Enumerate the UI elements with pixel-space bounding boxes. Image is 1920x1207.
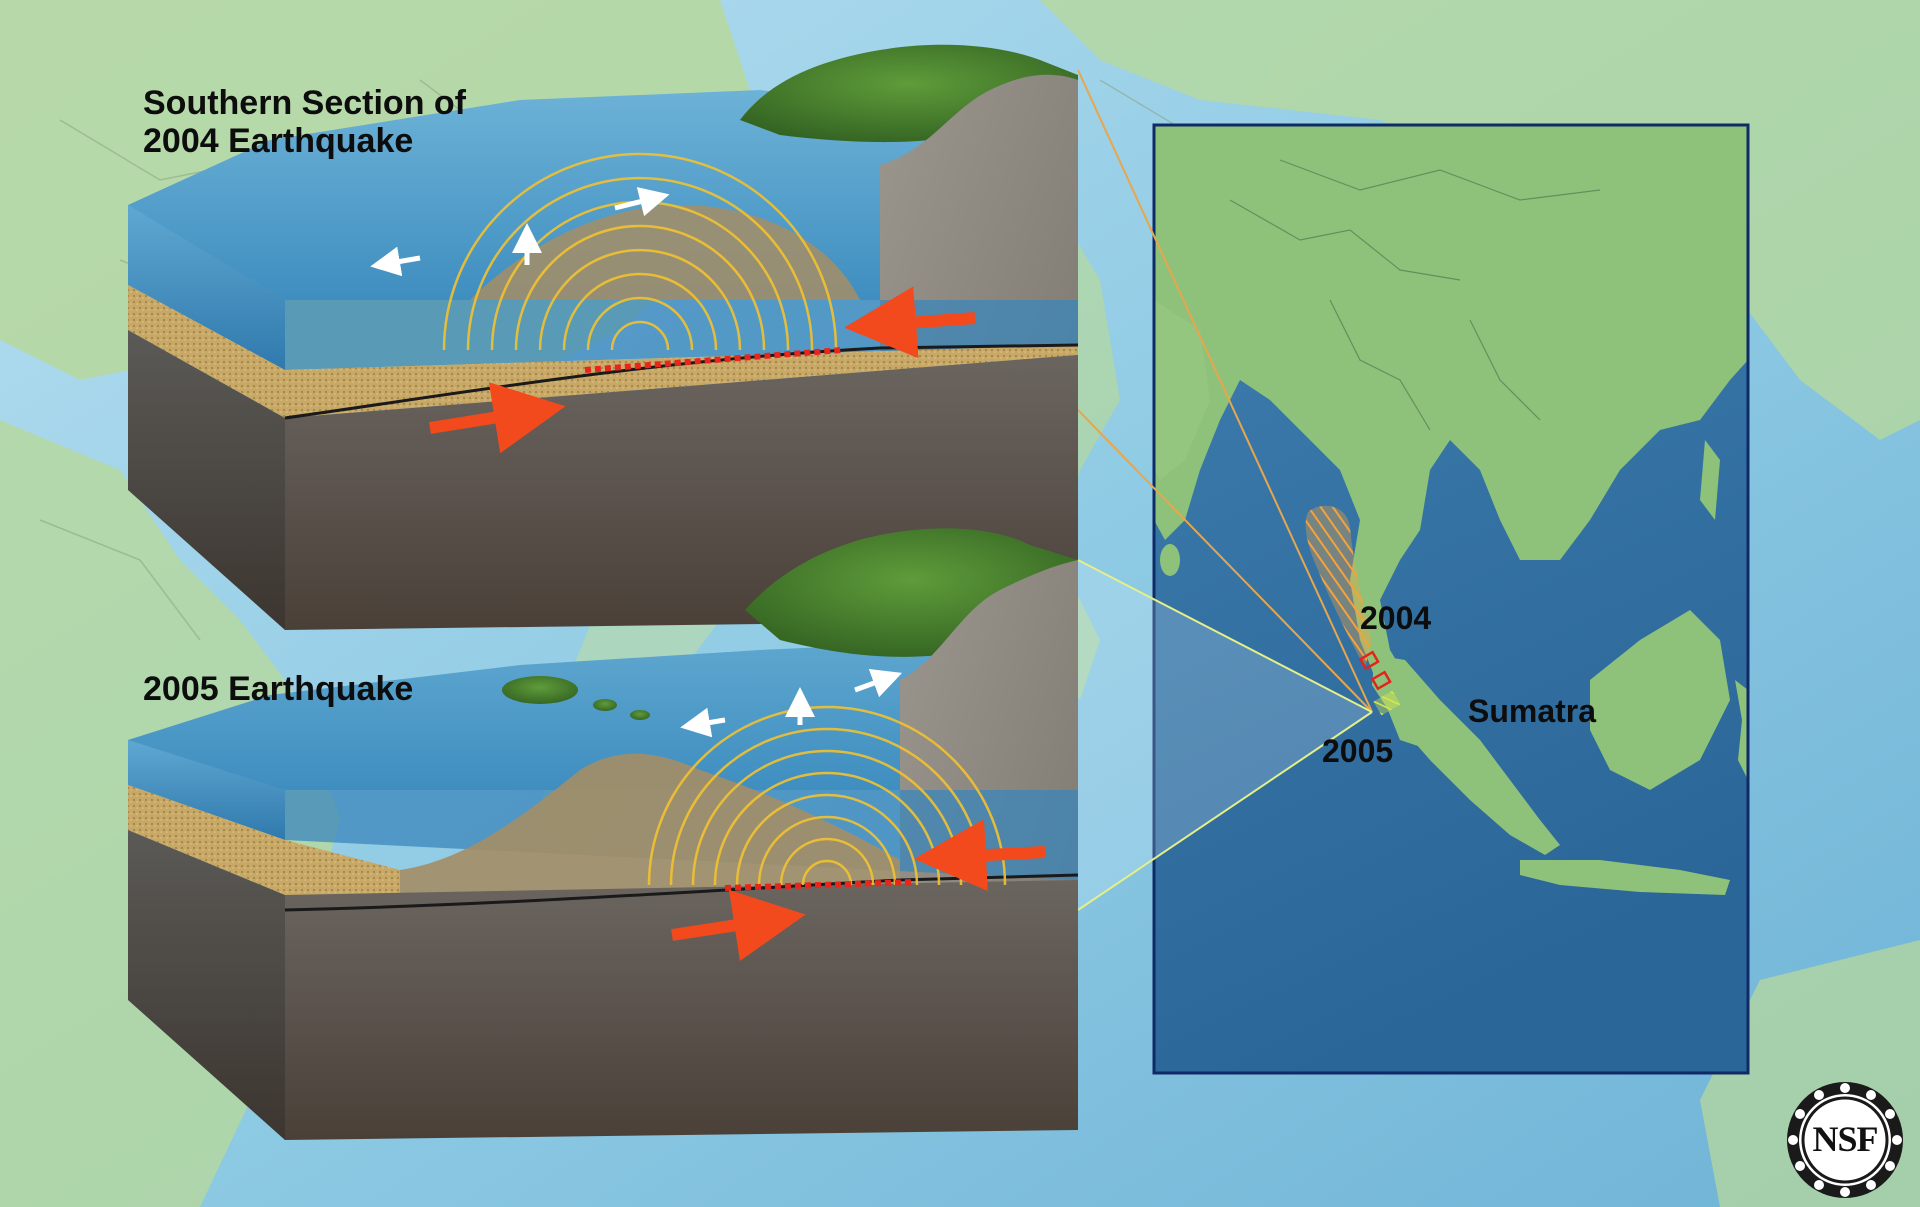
motion-arrow-icon <box>680 707 726 738</box>
map-label-sumatra: Sumatra <box>1468 693 1597 729</box>
nsf-logo-icon <box>1787 1082 1903 1198</box>
rupture-box-2005 <box>1370 670 1392 691</box>
top-panel-title-line2: 2004 Earthquake <box>143 122 414 160</box>
nsf-logo-text: NSF <box>1812 1119 1878 1159</box>
mainland-asia <box>1154 125 1748 750</box>
motion-arrow-icon <box>370 246 421 277</box>
motion-arrow-icon <box>671 889 806 962</box>
motion-arrow-icon <box>854 669 903 698</box>
map-label-2004: 2004 <box>1360 600 1432 636</box>
inset-map <box>1152 123 1750 1075</box>
bottom-panel-title: 2005 Earthquake <box>143 670 414 708</box>
top-panel-title-line1: Southern Section of <box>143 84 466 122</box>
motion-arrow-icon <box>614 187 670 217</box>
motion-arrow-icon <box>844 286 976 359</box>
rupture-zone-2004 <box>1305 505 1372 668</box>
map-label-2005: 2005 <box>1322 733 1394 769</box>
seismic-wave-rings-2005 <box>647 705 1007 886</box>
seismic-wave-rings-2004 <box>442 152 838 351</box>
callout-lines <box>1077 69 1373 911</box>
rupture-line-2005 <box>724 879 916 891</box>
borneo-island <box>1590 610 1730 790</box>
motion-arrow-icon <box>914 819 1046 892</box>
top-panel-title: Southern Section of 2004 Earthquake <box>143 84 466 160</box>
cross-section-2005 <box>128 528 1079 1140</box>
rupture-line-2004 <box>584 347 843 373</box>
motion-arrow-icon <box>429 382 566 454</box>
sumatra-island <box>1372 655 1560 855</box>
rupture-box-2004 <box>1358 650 1380 671</box>
rupture-zone-2005 <box>1373 690 1401 716</box>
